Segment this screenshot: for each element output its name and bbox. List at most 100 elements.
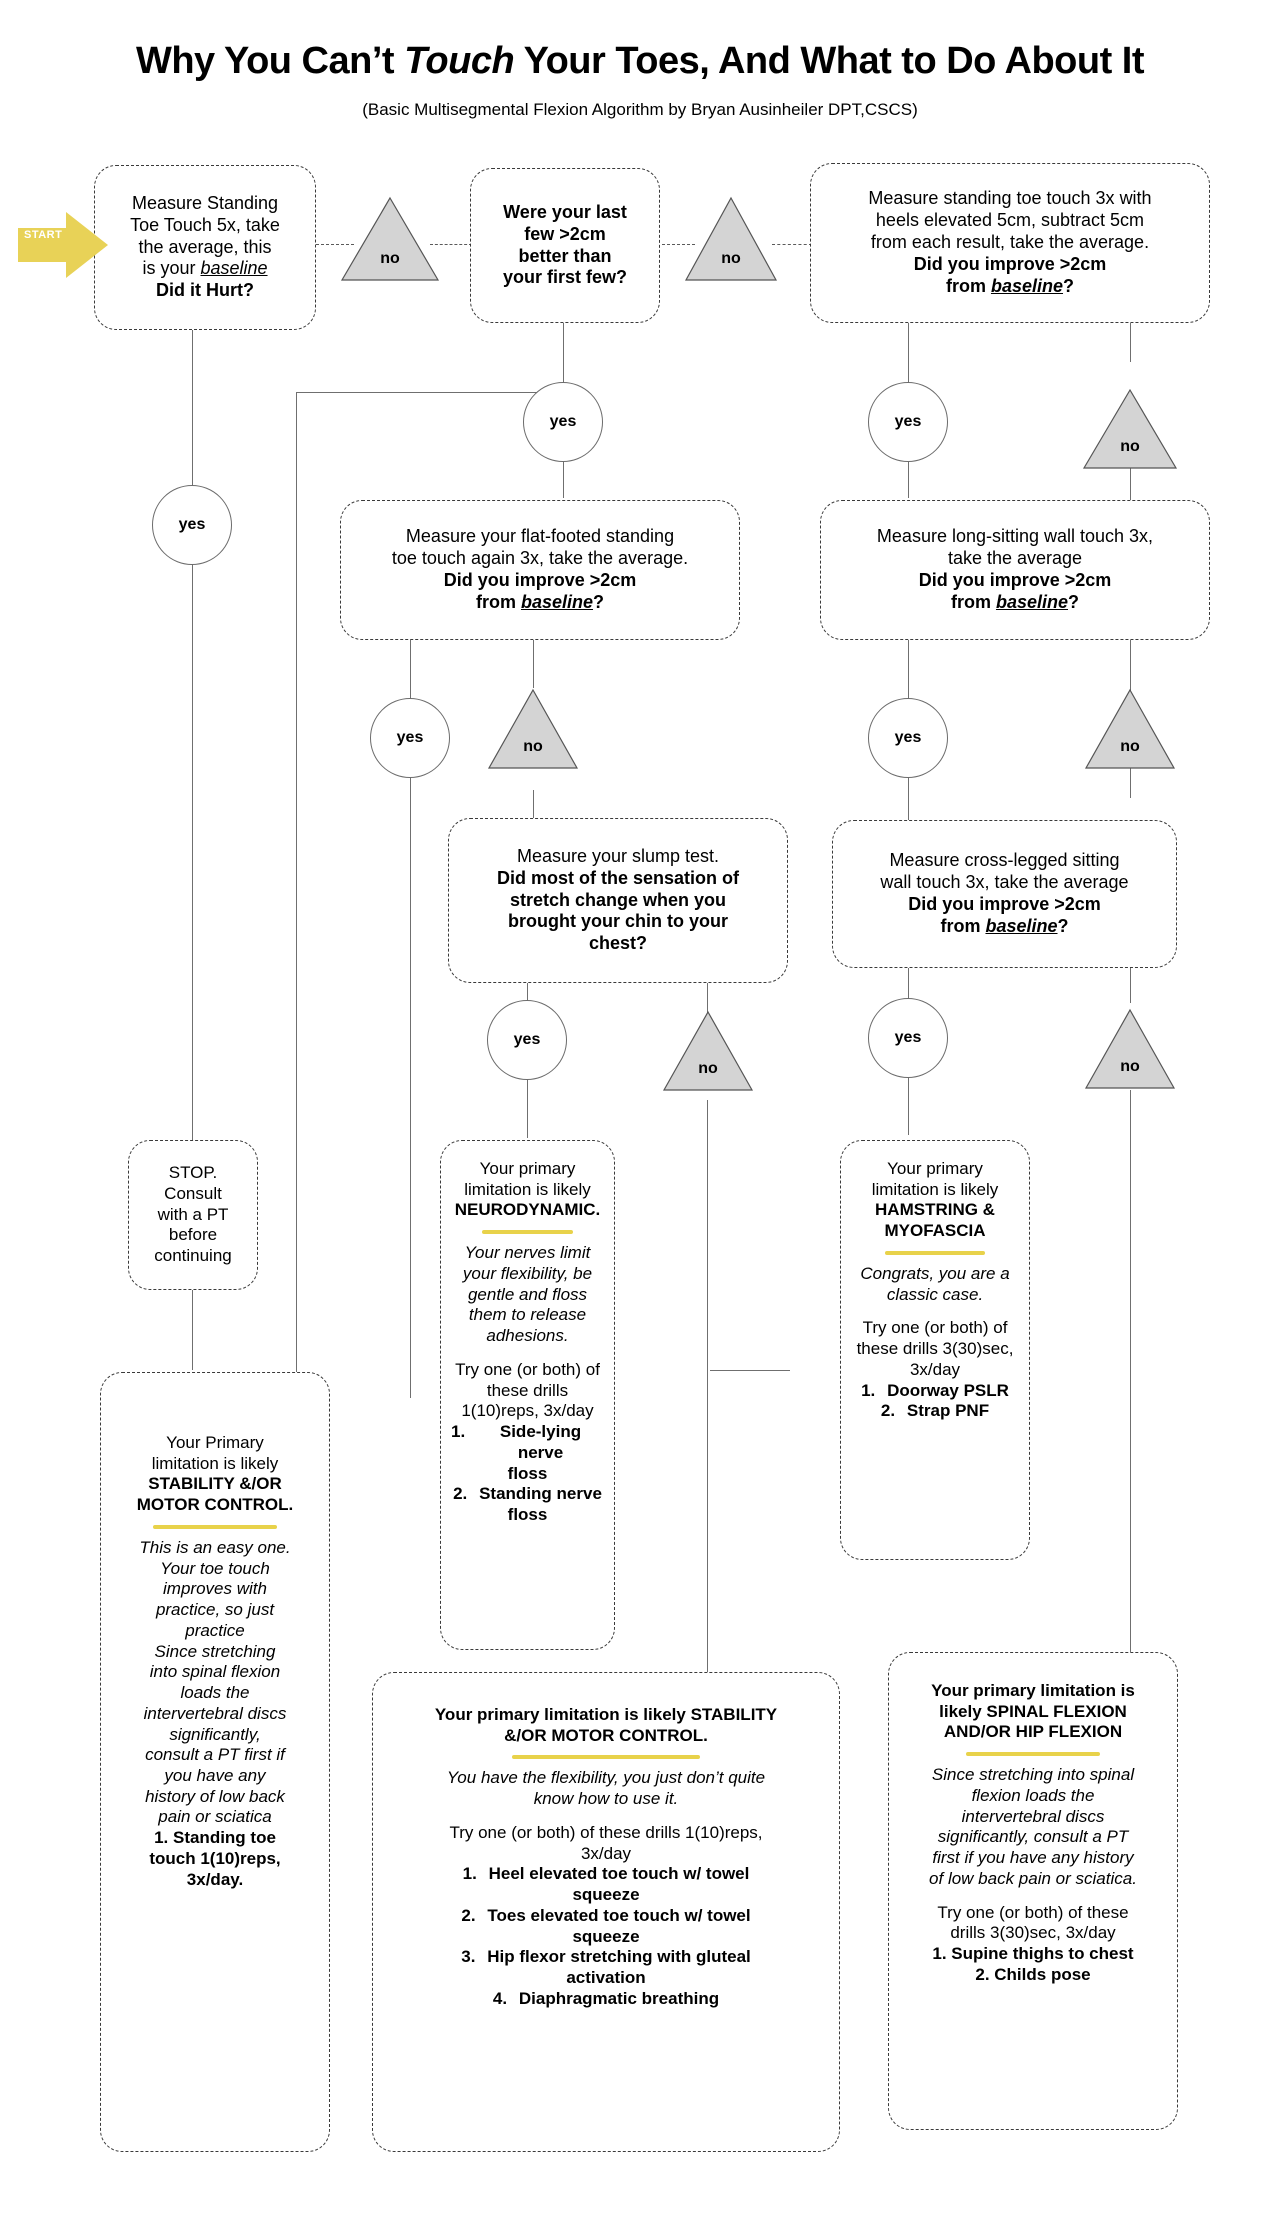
stabl-note8: loads the xyxy=(180,1683,250,1703)
decision-no-5[interactable]: no xyxy=(1084,688,1176,770)
stabb-drill-4-text: Diaphragmatic breathing xyxy=(518,1988,720,2008)
decision-no-3-label: no xyxy=(1120,438,1140,455)
ham-diagnosis-2: MYOFASCIA xyxy=(884,1221,986,1241)
baseline-question: Did it Hurt? xyxy=(156,280,254,301)
neuro-diagnosis: NEURODYNAMIC. xyxy=(454,1200,601,1220)
accent-rule-stabl xyxy=(152,1524,278,1529)
node-baseline[interactable]: Measure Standing Toe Touch 5x, take the … xyxy=(94,165,316,330)
spin-try1: Try one (or both) of these xyxy=(937,1902,1129,1922)
decision-yes-flat[interactable]: yes xyxy=(370,698,450,778)
stabb-drill-2: 2.Toes elevated toe touch w/ towel xyxy=(383,1906,829,1927)
flat-keyword: baseline xyxy=(520,591,594,612)
heels-line2: heels elevated 5cm, subtract 5cm xyxy=(875,210,1145,231)
neuro-drill-1-num: 1. xyxy=(451,1422,466,1442)
heels-line5: from baseline? xyxy=(821,276,1199,298)
long-line1: Measure long-sitting wall touch 3x, xyxy=(876,526,1154,547)
start-arrow: START xyxy=(18,212,108,283)
connector-cross-yes-down2 xyxy=(908,1075,909,1135)
connector-heels-no-down xyxy=(1130,322,1131,362)
stabb-note1: You have the flexibility, you just don’t… xyxy=(446,1768,766,1788)
accent-rule-ham xyxy=(884,1250,986,1255)
stop-line5: continuing xyxy=(154,1246,232,1266)
decision-yes-cross[interactable]: yes xyxy=(868,998,948,1078)
heels-line5-pre: from xyxy=(945,275,991,296)
node-neurodynamic[interactable]: Your primary limitation is likely NEUROD… xyxy=(440,1140,615,1650)
yes-label-2: yes xyxy=(894,413,922,430)
connector-slump-no-down xyxy=(707,980,708,1015)
neuro-note3: gentle and floss xyxy=(467,1284,588,1304)
ham-diagnosis-1: HAMSTRING & xyxy=(875,1200,995,1220)
connector-lastfew-to-no2 xyxy=(657,244,695,245)
decision-no-7-label: no xyxy=(1120,1058,1140,1075)
heels-line3: from each result, take the average. xyxy=(870,232,1150,253)
node-flat-footed[interactable]: Measure your flat-footed standing toe to… xyxy=(340,500,740,640)
stabb-drill-1-num: 1. xyxy=(462,1864,477,1884)
stabl-note3: improves with xyxy=(163,1579,267,1599)
stabl-note12: you have any xyxy=(164,1766,266,1786)
node-cross-legged[interactable]: Measure cross-legged sitting wall touch … xyxy=(832,820,1177,968)
cross-keyword: baseline xyxy=(985,915,1058,936)
spin-note2: flexion loads the xyxy=(971,1785,1095,1805)
decision-no-1[interactable]: no xyxy=(340,196,440,282)
connector-baseline-to-no1 xyxy=(316,244,354,245)
decision-no-7[interactable]: no xyxy=(1084,1008,1176,1090)
node-hamstring-myofascia[interactable]: Your primary limitation is likely HAMSTR… xyxy=(840,1140,1030,1560)
stabb-note2: know how to use it. xyxy=(533,1789,679,1809)
neuro-note2: your flexibility, be xyxy=(462,1263,593,1283)
node-long-sitting[interactable]: Measure long-sitting wall touch 3x, take… xyxy=(820,500,1210,640)
neuro-line1: Your primary xyxy=(479,1159,576,1178)
neuro-drill-1-cont: floss xyxy=(507,1463,548,1483)
decision-no-2[interactable]: no xyxy=(684,196,778,282)
ham-drill-1-num: 1. xyxy=(861,1380,876,1400)
stabb-drill-1-cont: squeeze xyxy=(572,1885,640,1905)
node-stop-consult-pt[interactable]: STOP. Consult with a PT before continuin… xyxy=(128,1140,258,1290)
stabl-diagnosis-2: MOTOR CONTROL. xyxy=(136,1495,294,1515)
spin-note4: significantly, consult a PT xyxy=(937,1827,1129,1847)
neuro-note1: Your nerves limit xyxy=(464,1243,591,1263)
stabl-line2: limitation is likely xyxy=(151,1453,279,1473)
heels-line4: Did you improve >2cm xyxy=(913,253,1107,274)
stabb-drill-1-text: Heel elevated toe touch w/ towel xyxy=(488,1864,750,1884)
decision-yes-long[interactable]: yes xyxy=(868,698,948,778)
decision-no-3[interactable]: no xyxy=(1082,388,1178,470)
node-slump-test[interactable]: Measure your slump test. Did most of the… xyxy=(448,818,788,983)
node-spinal-flexion[interactable]: Your primary limitation is likely SPINAL… xyxy=(888,1652,1178,2130)
decision-no-6[interactable]: no xyxy=(662,1010,754,1092)
slump-line1: Measure your slump test. xyxy=(516,845,720,866)
node-stability-left[interactable]: Your Primary limitation is likely STABIL… xyxy=(100,1372,330,2152)
decision-yes-baseline[interactable]: yes xyxy=(152,485,232,565)
long-line4-post: ? xyxy=(1068,591,1080,612)
accent-rule-spin xyxy=(966,1752,1100,1757)
spin-line2: likely SPINAL FLEXION xyxy=(939,1701,1127,1721)
page-subtitle: (Basic Multisegmental Flexion Algorithm … xyxy=(362,100,918,119)
connector-flat-yes-long xyxy=(410,758,411,1398)
decision-yes-heels[interactable]: yes xyxy=(868,382,948,462)
ham-drill-2-num: 2. xyxy=(880,1401,896,1421)
stabl-drill-1-cont: touch 1(10)reps, xyxy=(149,1848,281,1868)
yes-label-3: yes xyxy=(178,516,206,533)
heels-line1: Measure standing toe touch 3x with xyxy=(868,188,1152,209)
stabl-note14: pain or sciatica xyxy=(158,1807,272,1827)
stabl-note4: practice, so just xyxy=(155,1600,275,1620)
ham-try1: Try one (or both) of xyxy=(862,1318,1008,1338)
stop-line3: with a PT xyxy=(157,1204,229,1224)
ham-line2: limitation is likely xyxy=(871,1179,999,1199)
decision-yes-lastfew[interactable]: yes xyxy=(523,382,603,462)
heels-keyword: baseline xyxy=(990,275,1064,296)
node-last-few[interactable]: Were your last few >2cm better than your… xyxy=(470,168,660,323)
lastfew-line1: Were your last xyxy=(503,201,627,222)
cross-line3: Did you improve >2cm xyxy=(908,894,1101,914)
decision-yes-slump[interactable]: yes xyxy=(487,1000,567,1080)
title-part1: Why You Can’t xyxy=(135,40,405,82)
connector-flat-yes-down xyxy=(410,638,411,698)
connector-stop-down xyxy=(192,1290,193,1370)
spin-note1: Since stretching into spinal xyxy=(931,1765,1135,1785)
node-heels-elevated[interactable]: Measure standing toe touch 3x with heels… xyxy=(810,163,1210,323)
baseline-line3: the average, this xyxy=(138,236,272,257)
stop-line2: Consult xyxy=(164,1183,222,1203)
stabb-try2: 3x/day xyxy=(580,1843,632,1863)
node-stability-bottom[interactable]: Your primary limitation is likely STABIL… xyxy=(372,1672,840,2152)
title-italic-word: Touch xyxy=(404,40,515,82)
accent-rule-stabb xyxy=(512,1755,700,1760)
decision-no-4[interactable]: no xyxy=(487,688,579,770)
